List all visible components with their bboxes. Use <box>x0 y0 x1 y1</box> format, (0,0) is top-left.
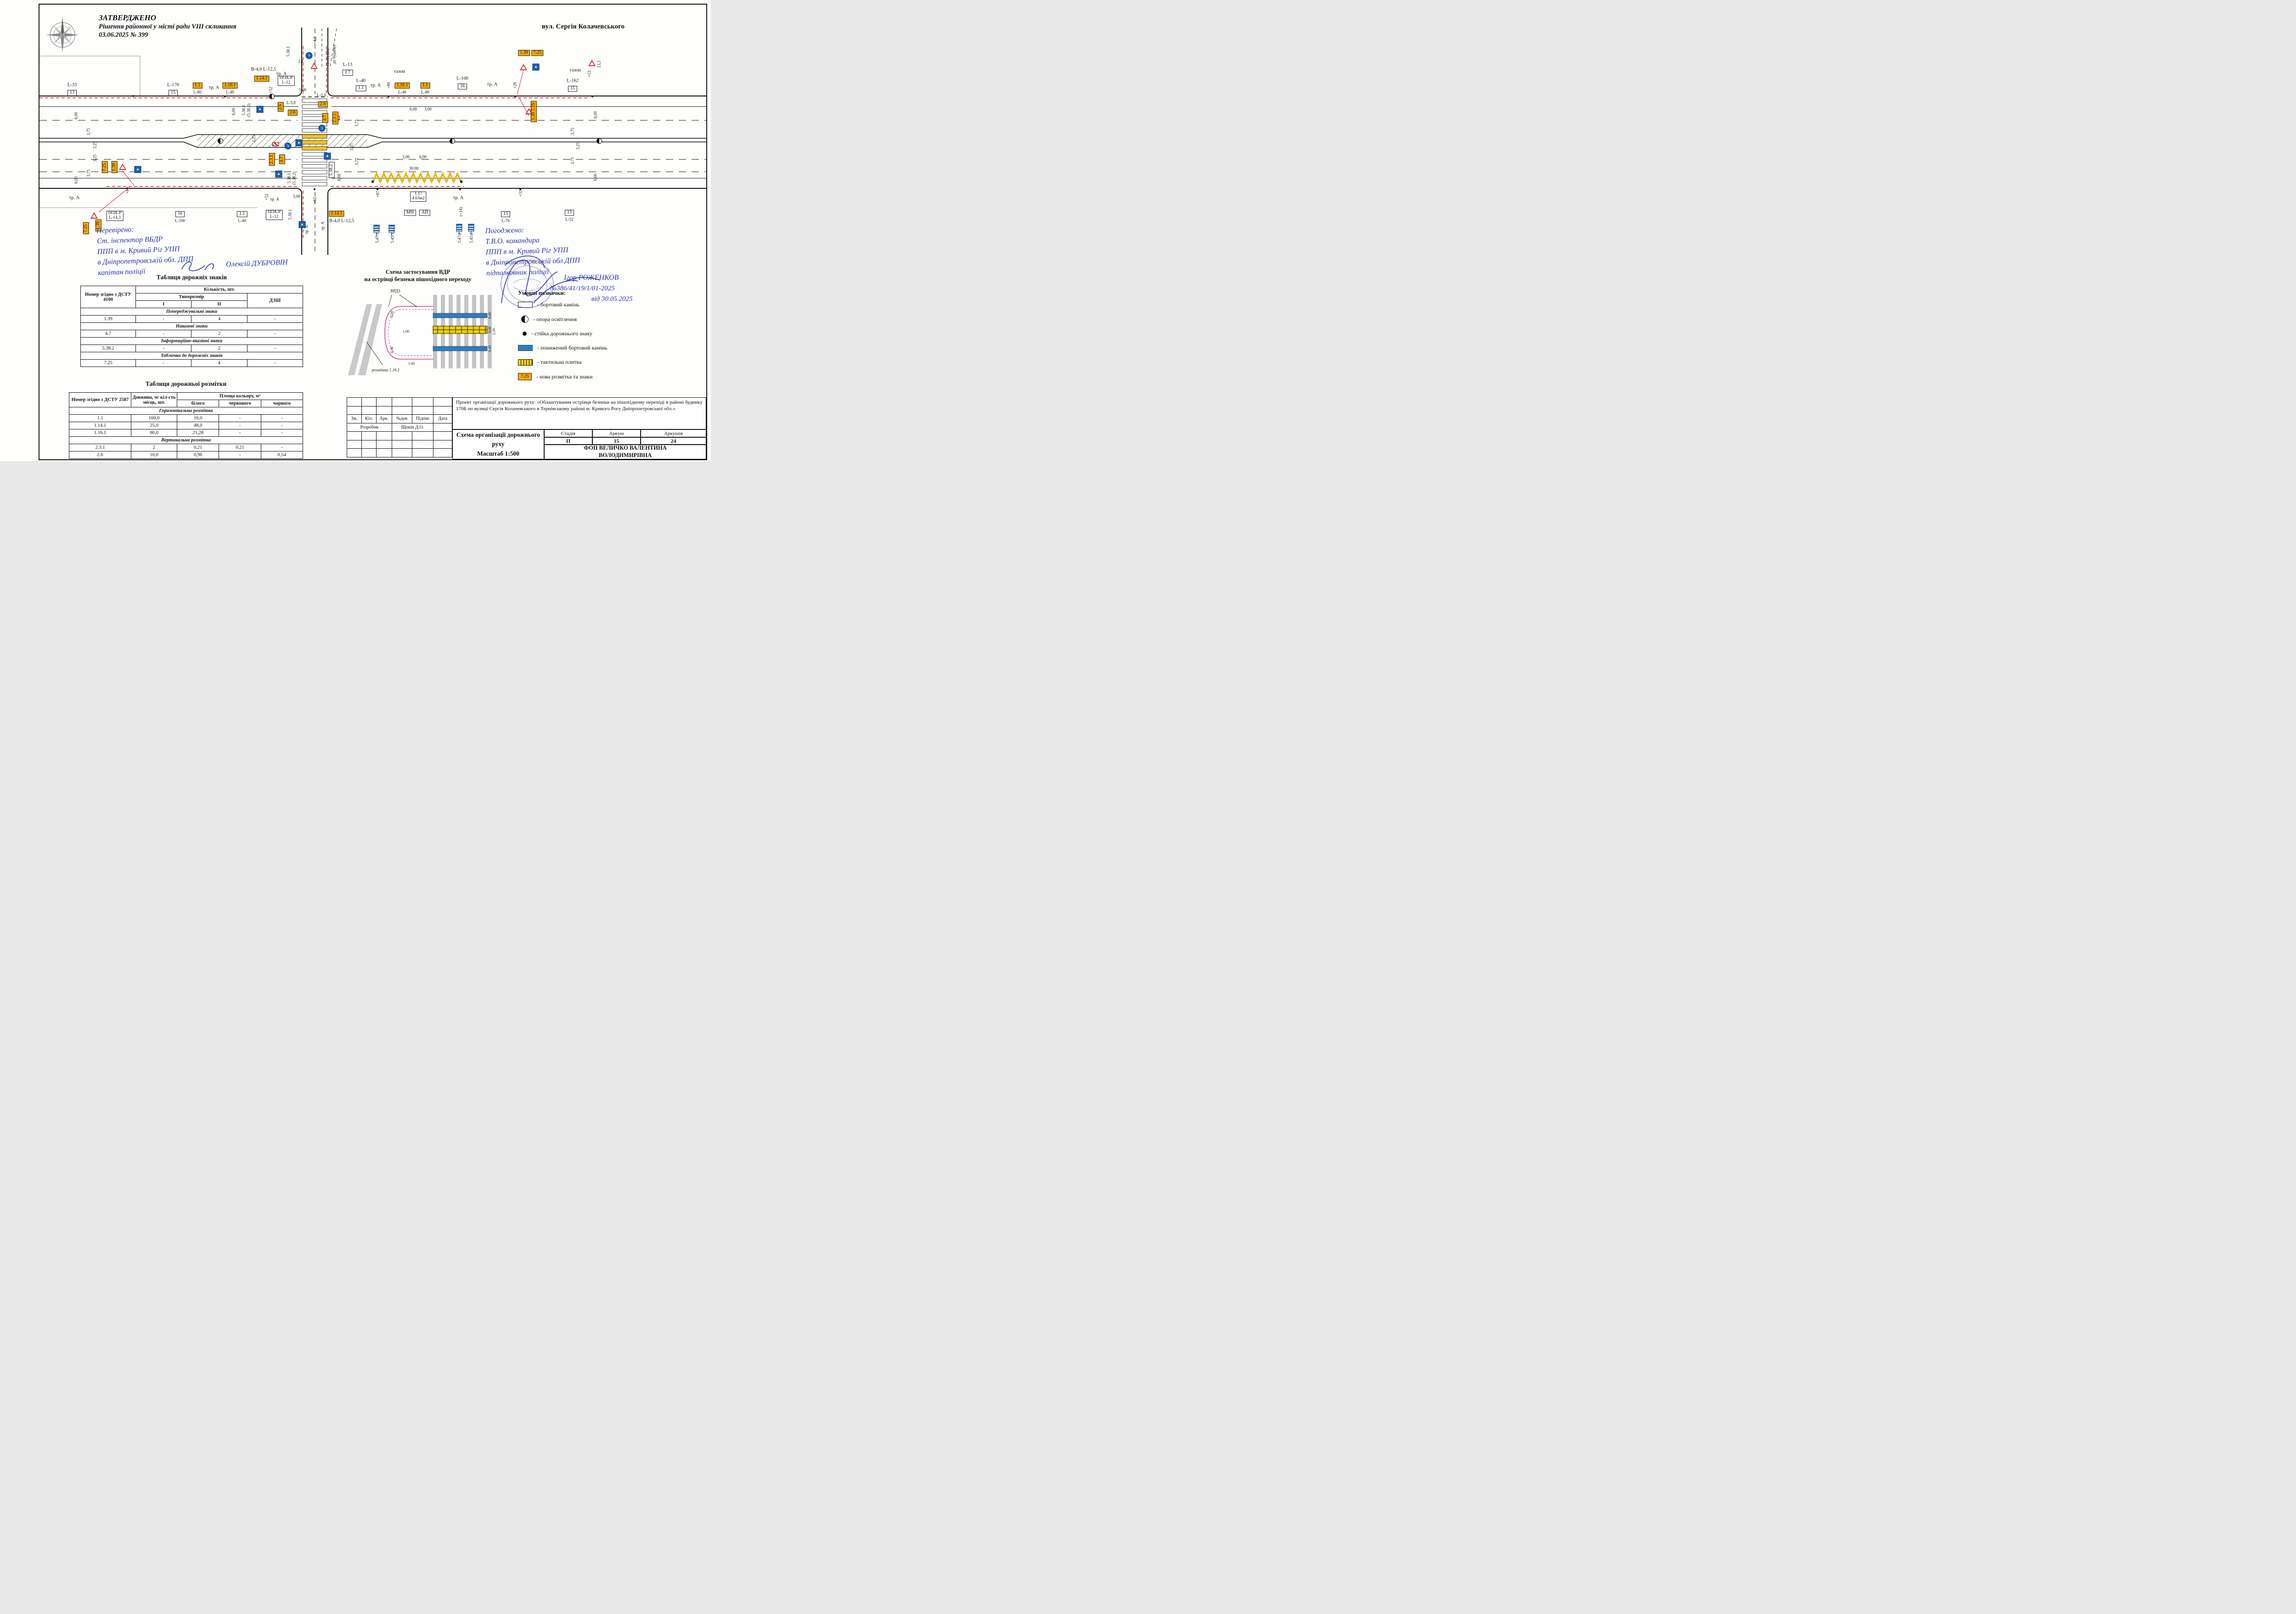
hand-line: в Дніпропетровській обл ДПП <box>486 256 580 267</box>
rev-col-header: Кіл. <box>361 414 377 423</box>
legend-label: - тактильна плитка <box>537 359 582 365</box>
bus-stop-zigzag <box>372 171 462 184</box>
new-marking-red-lines <box>39 46 590 239</box>
legend-item-newsign: 7.25 - нова розмітка та знаки <box>518 373 633 380</box>
curb-swatch <box>518 302 533 308</box>
street-name: вул. Сергія Колачевського <box>541 23 625 30</box>
legend: Умовні позначки: - бортовий камінь - опо… <box>518 289 633 388</box>
island-title-line1: Схема застосування ВДР <box>385 269 450 275</box>
legend-item-lowcurb: - понижений бортовий камінь <box>518 344 633 351</box>
table-section-row: Горизонтальна розмітка <box>69 407 303 415</box>
col-header: II <box>191 300 248 308</box>
table-section-row: Табличка до дорожніх знаків <box>80 352 303 360</box>
legend-item-light: - опора освітлення <box>518 316 633 323</box>
legend-label: - опора освітлення <box>533 316 577 322</box>
legend-label: - бортовий камінь <box>537 301 580 308</box>
stage-label-cell: Стадія <box>544 429 592 437</box>
approved-date: 03.06.2025 № 399 <box>99 31 148 39</box>
hand-line: Т.В.О. командира <box>485 236 540 246</box>
rev-col-header: №док <box>391 414 413 423</box>
approval-stamp-text: ЗАТВЕРДЖЕНО Рішення районної у місті рад… <box>99 13 236 40</box>
stage-value: П <box>544 437 592 445</box>
table-section-row: Наказові знаки <box>80 322 303 330</box>
table-section-row: Вертикальна розмітка <box>69 436 303 444</box>
table-section-row: Інформаційно-вказівні знаки <box>80 337 303 345</box>
handwritten-date: від 30.05.2025 <box>591 295 633 303</box>
lowered-curb-swatch <box>518 345 533 351</box>
handwritten-note-right: Погоджено: Т.В.О. командира ППП в м. Кри… <box>485 223 652 287</box>
rev-col-header: Підпис <box>412 414 434 423</box>
scheme-title-cell: Схема організації дорожнього руху Масшта… <box>452 429 544 459</box>
legend-label: - стійка дорожнього знаку <box>531 330 593 337</box>
col-header: Площа кольору, м² <box>177 392 303 400</box>
titleblock-revision-table: Зм. Кіл. Арк. №док Підпис Дата Розробив … <box>347 397 452 457</box>
sheets-value: 24 <box>641 437 706 445</box>
col-header: Довжина, м/ кіл-сть місць, шт. <box>131 392 177 407</box>
company-line1: ФОП ВЕЛИЧКО ВАЛЕНТИНА <box>584 445 667 451</box>
company-line2: ВОЛОДИМИРІВНА <box>598 452 652 458</box>
sheet-label-cell: Аркуш <box>592 429 641 437</box>
legend-item-curb: - бортовий камінь <box>518 301 633 308</box>
signs-table: Номер згідно з ДСТУ 4100 Кількість, шт. … <box>80 286 304 367</box>
table-section-row: Попереджувальні знаки <box>80 308 303 316</box>
marking-table-title: Таблиця дорожньої розмітки <box>145 380 227 387</box>
rev-col-header: Арк. <box>376 414 392 423</box>
approved-resolution: Рішення районної у місті ради VIII склик… <box>99 23 236 31</box>
sheet-frame <box>39 4 707 460</box>
table-data-row: 7.25-4- <box>80 359 304 367</box>
sheet-value: 15 <box>592 437 641 445</box>
rev-col-header: Дата <box>433 414 452 423</box>
col-header: ДЗШ <box>247 293 304 308</box>
col-header: білого <box>176 400 219 407</box>
sheets-label-cell: Аркушів <box>641 429 706 437</box>
legend-label: - нова розмітка та знаки <box>536 373 593 380</box>
table-data-row: 5.38.2-2- <box>80 344 304 352</box>
island-detail-drawing <box>348 294 492 375</box>
light-pole-icon <box>521 316 529 323</box>
col-header: чорного <box>260 400 304 407</box>
new-sign-swatch: 7.25 <box>518 373 532 380</box>
scheme-scale: Масштаб 1:500 <box>477 450 520 457</box>
signs-table-title: Таблиця дорожніх знаків <box>156 274 227 281</box>
developed-label: Розробив <box>347 423 392 432</box>
table-data-row: 4.7-2- <box>80 330 304 338</box>
crosswalk-zebra <box>302 98 327 186</box>
island-title-line2: на острівці безпеки пішохідного переходу <box>364 276 472 282</box>
table-data-row: 1.39-4- <box>80 315 304 323</box>
col-header: Типорозмір <box>135 293 248 301</box>
legend-title: Умовні позначки: <box>518 289 566 296</box>
handwritten-note-left: Перевірено: Ст. інспектор ВБДР ППП в м. … <box>96 221 254 287</box>
rev-col-header: Зм. <box>347 414 362 423</box>
legend-item-post: - стійка дорожнього знаку <box>518 330 633 337</box>
col-header: Номер згідно з ДСТУ 4100 <box>80 286 136 308</box>
hand-line: підполковник поліції <box>486 268 549 277</box>
island-scheme-title: Схема застосування ВДР на острівці безпе… <box>347 269 489 283</box>
col-header: I <box>135 300 192 308</box>
legend-label: - понижений бортовий камінь <box>537 344 608 351</box>
developed-by: Щокін Д.О. <box>391 423 434 432</box>
col-header: Кількість, шт. <box>135 286 303 293</box>
approved-title: ЗАТВЕРДЖЕНО <box>99 13 157 22</box>
col-header: червоного <box>219 400 261 407</box>
drawing-sheet: ЗАТВЕРДЖЕНО Рішення районної у місті рад… <box>0 0 711 461</box>
legend-item-tactile: - тактильна плитка <box>518 359 633 366</box>
col-header: Номер згідно з ДСТУ 2587 <box>69 392 131 407</box>
project-description: Проект організації дорожнього руху: «Обл… <box>452 397 706 429</box>
marking-table: Номер згідно з ДСТУ 2587 Довжина, м/ кіл… <box>69 392 304 459</box>
road-plan-drawing <box>39 28 706 255</box>
scheme-title: Схема організації дорожнього руху <box>456 431 540 448</box>
compass-rose-icon <box>46 17 79 52</box>
company-name-cell: ФОП ВЕЛИЧКО ВАЛЕНТИНА ВОЛОДИМИРІВНА <box>544 445 706 459</box>
tactile-tile-swatch <box>518 359 533 366</box>
sign-post-icon <box>523 332 527 336</box>
hand-line: ППП в м. Кривий Ріг УПП <box>485 246 568 256</box>
